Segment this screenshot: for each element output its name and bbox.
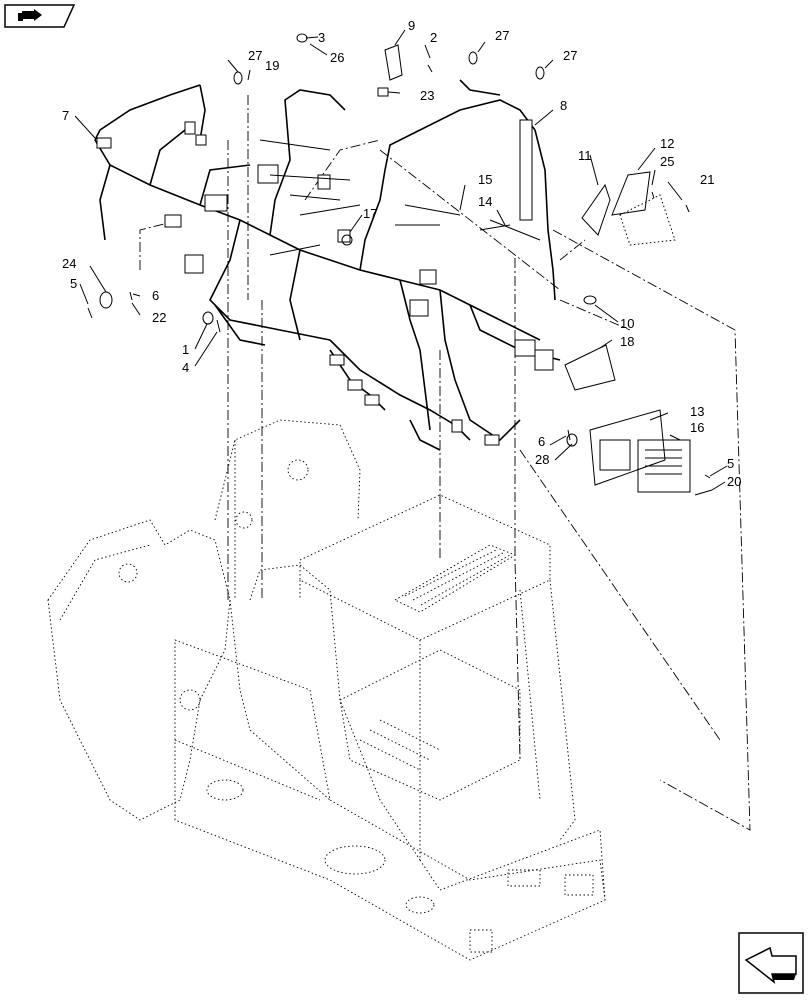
callout-5-left: 5 [70,276,77,291]
callout-24: 24 [62,256,76,271]
callout-12: 12 [660,136,674,151]
callout-15: 15 [478,172,492,187]
callout-1: 1 [182,342,189,357]
callout-28: 28 [535,452,549,467]
callout-18: 18 [620,334,634,349]
wiring-harness [94,79,561,451]
callout-13: 13 [690,404,704,419]
callout-2: 2 [430,30,437,45]
loader-frame [47,419,606,961]
callout-27-mid: 27 [495,28,509,43]
callout-11: 11 [578,148,592,163]
callout-labels: 1 2 3 4 5 5 6 6 7 8 9 10 11 12 13 14 15 … [62,18,741,489]
callout-23: 23 [420,88,434,103]
callout-26: 26 [330,50,344,65]
callout-25: 25 [660,154,674,169]
book-arrow-icon[interactable] [4,4,76,28]
callout-27-right: 27 [563,48,577,63]
callout-20: 20 [727,474,741,489]
hardware-parts [87,33,713,496]
callout-19: 19 [265,58,279,73]
callout-7: 7 [62,108,69,123]
callout-8: 8 [560,98,567,113]
callout-5-right: 5 [727,456,734,471]
callout-16: 16 [690,420,704,435]
callout-9: 9 [408,18,415,33]
callout-4: 4 [182,360,189,375]
callout-6-left: 6 [152,288,159,303]
callout-10: 10 [620,316,634,331]
callout-27-left: 27 [248,48,262,63]
callout-14: 14 [478,194,492,209]
callout-6-right: 6 [538,434,545,449]
callout-22: 22 [152,310,166,325]
callout-3: 3 [318,30,325,45]
next-page-arrow-icon[interactable] [738,932,804,994]
callout-leaders [74,29,728,491]
callout-17: 17 [363,206,377,221]
callout-21: 21 [700,172,714,187]
